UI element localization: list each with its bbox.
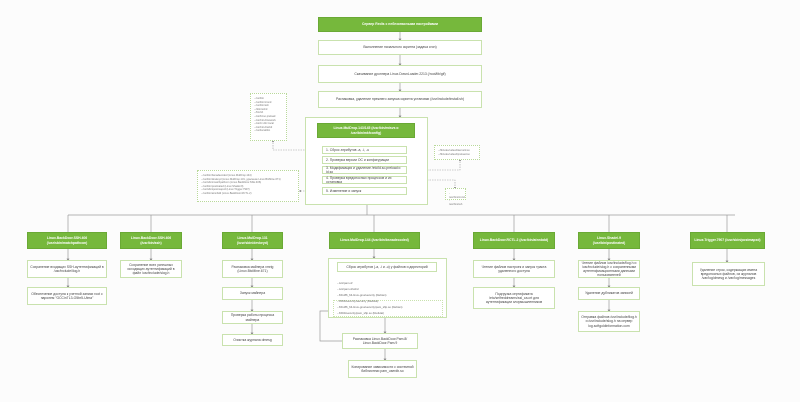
column-step: Отправка файлов /usr/include/llog.h и /u… xyxy=(578,311,640,332)
column-step: Сохранение всех успешных исходящих аутен… xyxy=(120,260,182,278)
file-item: /etc/init.d/network xyxy=(254,119,283,123)
column-step: Удаление дубликатов записей xyxy=(578,287,640,300)
file-list-right-bottom: /usr/bin/crond/usr/bin/ssh xyxy=(445,188,466,206)
file-item: /lib64/security/security (RedHat) xyxy=(337,299,379,303)
file-item: /usr/sbin/postmapxd (Linux.Trigger.7907) xyxy=(201,188,295,192)
file-item: /etc/ld.so.preload xyxy=(254,115,283,119)
file-item: /lib/x86_64-linux-gnu/security/pam_sftp.… xyxy=(337,305,403,309)
file-item: /usr/sbin/matchpathcon (Linux.BackDoor.S… xyxy=(201,181,295,185)
file-item: /usr/bin/ssh xyxy=(254,104,283,108)
column-title: Linux.MulDrop.144 (/usr/bin/bsnadecoded) xyxy=(329,232,420,249)
column-step: Чтение файлов /usr/include/llog.h и /usr… xyxy=(578,260,640,278)
muldrop-step: 4. Проверка вредоносных процессов и их о… xyxy=(322,176,407,184)
column-step: Распаковка майнера xmrig (Linux.BtcMine.… xyxy=(222,260,283,278)
column-title: Linux.BackDoor.RCTL.2 (/usr/bin/atnnbdd) xyxy=(473,232,555,249)
file-list-left-bottom: /usr/bin/bsnadecoded (Linux.MulDrop.144)… xyxy=(197,170,299,202)
column-step: Распаковка Linux.BackDoor.Pam.8/ Linux.B… xyxy=(342,333,418,349)
column-step: Обеспечение доступа к учетной записи roo… xyxy=(27,287,107,305)
column-step: Сохранение входящих SSH-аутентификаций в… xyxy=(27,260,107,278)
muldrop-step: 1. Сброс атрибутов -a, -i, -u xyxy=(322,146,407,154)
muldrop-step: 3. Модификация и удаление /etc/ld.so.pre… xyxy=(322,166,407,174)
file-item: /usr/bin/atnnbdd (Linux.BackDoor.RCTL.2) xyxy=(201,192,295,196)
file-item: /usr/bin/devkeyd (Linux.MulDrop.131, уда… xyxy=(201,178,295,182)
column-title: Linux.MulDrop.131 (/usr/sbin/devkeyd) xyxy=(222,232,283,249)
file-item: /usr/bin/postinated (Linux.Shadel.9) xyxy=(201,185,295,189)
file-list-left-top: /usr/bin/usr/bin/crond/usr/bin/ssh/sbin/… xyxy=(250,93,287,141)
file-item: /bin/sh xyxy=(254,111,283,115)
file-item: /etc/pam.d/sshd xyxy=(337,287,359,291)
start-node: Сервер Redis с небезопасными настройками xyxy=(318,17,482,32)
muldrop-step: 2. Проверка версии ОС и конфигурации xyxy=(322,156,407,164)
column-title: Linux.Shadel.9 (/usr/bin/postinated) xyxy=(578,232,640,249)
file-item: /usr/bin/crond xyxy=(449,192,465,199)
file-item: /usr/bin xyxy=(254,97,283,101)
file-item: /lib/x86_64-linux-gnu/security (Debian) xyxy=(337,293,387,297)
file-item: /usr/local/bin xyxy=(254,129,283,133)
column-step: Чтение файлов настроек и запуск тракта у… xyxy=(473,260,555,278)
file-item: /etc/init.d/sshd xyxy=(254,126,283,130)
column-title: Linux.BackDoor.SSH.406 (/usr/sbin/matchp… xyxy=(27,232,107,249)
download-dropper-node: Скачивание дроппера Linux.DownLoader.221… xyxy=(318,65,482,83)
reset-attributes-node: Сброс атрибутов (-a, -i и -u) у файлов и… xyxy=(337,262,437,272)
file-item: /sbin/sshd xyxy=(254,108,283,112)
file-item: /usr/bin/ssh xyxy=(449,199,462,206)
muldrop143-title: Linux.MulDrop.143/145 (/usr/bin/mtsvs и … xyxy=(317,123,415,138)
file-list-right-top: /lib/udev/udevd/kerneld.so/lib/udev/udev… xyxy=(434,145,480,160)
column-step: Копирование зависимости с системной библ… xyxy=(348,360,417,378)
unpack-node: Распаковка, удаление прежнего запуска ск… xyxy=(318,91,482,108)
column-step: Очистка журнала dmesg xyxy=(222,334,283,346)
pam-files-group xyxy=(333,300,443,317)
muldrop-step: 5. Изменение и запуск xyxy=(322,187,407,195)
column-step: Подгрузка сертификата /etc/selfreddreams… xyxy=(473,287,555,309)
column-step: Запуск майнера xyxy=(222,287,283,300)
initial-script-node: Выполнение начального скрипта (задача cr… xyxy=(318,40,482,55)
file-item: /usr/bin/bsnadecoded (Linux.MulDrop.144) xyxy=(201,174,295,178)
file-item: /lib/udev/udevd/preload.so xyxy=(438,153,476,157)
file-item: /lib64/security/pam_sftp.so (RedHat) xyxy=(337,311,384,315)
column-title: Linux.Trigger.7907 (/usr/sbin/postmapxd) xyxy=(690,232,765,249)
file-item: /lib/udev/udevd/kerneld.so xyxy=(438,149,476,153)
file-item: /etc/pam.d/ xyxy=(337,281,353,285)
column-step: Проверка работы процесса майнера xyxy=(222,311,283,324)
column-step: Удаление строк, содержащих имена вредоно… xyxy=(692,262,765,286)
file-item: /etc/rc.d/rc.local xyxy=(254,122,283,126)
column-title: Linux.BackDoor.SSH.406 (/usr/bin/ssh) xyxy=(120,232,182,249)
file-item: /usr/bin/crond xyxy=(254,101,283,105)
